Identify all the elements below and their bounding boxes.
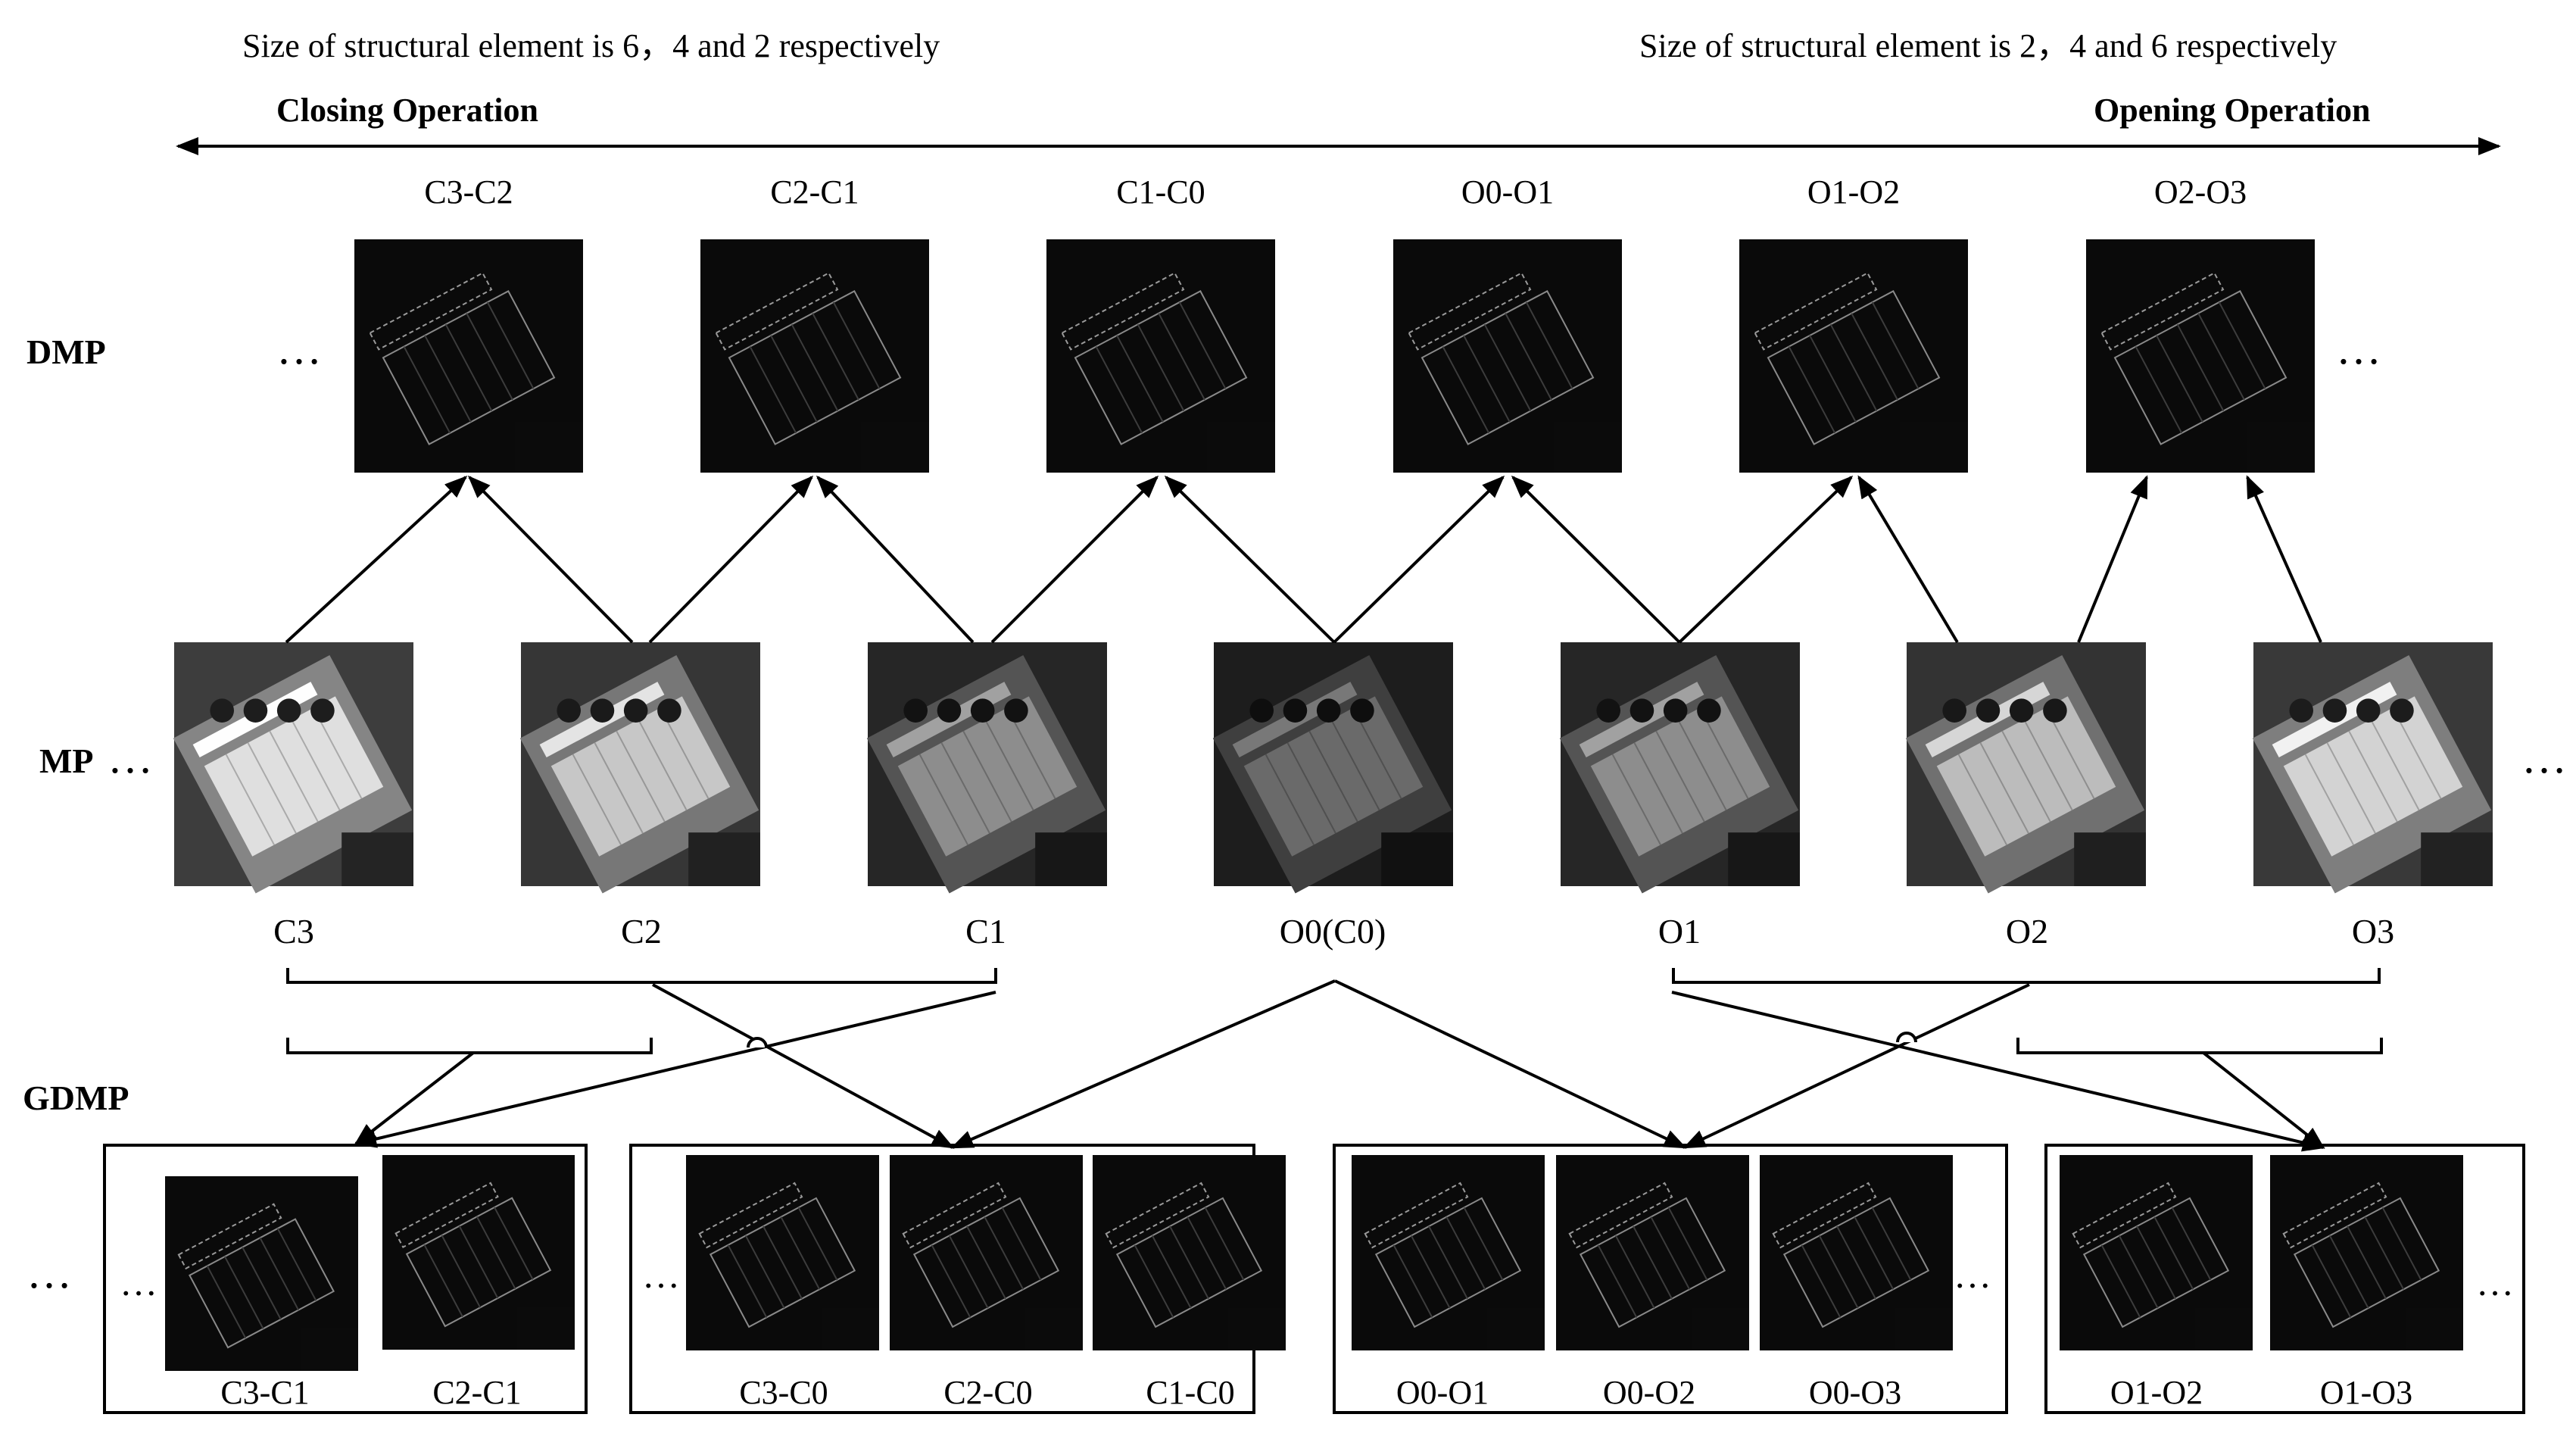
mp-label-5: O2 <box>2006 912 2048 951</box>
arrow-c3-to-c3c2 <box>285 475 468 644</box>
mp-tile-6 <box>2252 642 2493 894</box>
closing-operation-label: Closing Operation <box>276 92 538 129</box>
gdmp-label-c3-c1: C3-C1 <box>220 1374 309 1411</box>
dmp-label-o0-o1: O0-O1 <box>1461 173 1554 211</box>
gdmp-label-c3-c0: C3-C0 <box>739 1374 828 1411</box>
arrow-c2-to-c2c1 <box>648 475 814 644</box>
gdmp-label-o1-o2: O1-O2 <box>2110 1374 2203 1411</box>
mp-tile-5 <box>1905 642 2146 894</box>
arrow-c1-to-c1c0 <box>990 475 1159 644</box>
gdmp-group-2: C3-C0 C2-C0 C1-C0 <box>629 1144 1286 1414</box>
dmp-tile-o0-o1 <box>1393 239 1622 473</box>
gdmp-tile-c3-c1 <box>165 1176 358 1371</box>
gdmp-tile-c3-c0 <box>686 1155 879 1350</box>
mp-label-1: C2 <box>621 912 662 951</box>
dmp-label-o2-o3: O2-O3 <box>2154 173 2247 211</box>
arrow-to-gdmp-group1-b <box>354 991 996 1148</box>
gdmp-group-1: C3-C1 C2-C1 <box>103 1144 588 1414</box>
mp-label-6: O3 <box>2352 912 2394 951</box>
gdmp-label-o0-o1: O0-O1 <box>1396 1374 1489 1411</box>
bracket-c3-c2 <box>286 1038 653 1054</box>
row-label-gdmp: GDMP <box>23 1079 129 1117</box>
arrow-o1-to-o1o2 <box>1678 475 1854 644</box>
closing-size-note: Size of structural element is 6，4 and 2 … <box>242 27 940 64</box>
dmp-tile-o1-o2 <box>1739 239 1968 473</box>
dmp-tile-o2-o3 <box>2086 239 2315 473</box>
mp-ellipsis-right: … <box>2521 732 2567 782</box>
dmp-row: C3-C2 C2-C1 C1-C0 O0-O1 O1-O2 O2-O3 <box>354 173 2315 473</box>
arrow-c2-to-c3c2 <box>467 475 634 644</box>
arrow-o3-to-o2o3 <box>2246 475 2322 643</box>
dmp-ellipsis-right: … <box>2336 323 2381 373</box>
gdmp-label-c2-c1: C2-C1 <box>432 1374 521 1411</box>
mp-ellipsis-left: … <box>108 732 153 782</box>
mp-tile-2 <box>866 642 1107 894</box>
bracket-o1-o3 <box>1672 968 2381 984</box>
gdmp-group-3: O0-O1 O0-O2 O0-O3 <box>1333 1144 2008 1414</box>
arrow-o0-to-c1c0 <box>1164 475 1336 644</box>
gdmp-ellipsis-g4: … <box>2476 1261 2514 1303</box>
mp-tile-1 <box>519 642 760 894</box>
gdmp-label-c1-c0: C1-C0 <box>1146 1374 1234 1411</box>
arrow-o2-to-o2o3 <box>2077 475 2148 643</box>
arrow-o1-to-o0o1 <box>1511 475 1681 644</box>
gdmp-tile-c2-c0 <box>890 1155 1083 1350</box>
gdmp-tile-o0-o1 <box>1352 1155 1545 1350</box>
gdmp-tile-o1-o2 <box>2060 1155 2253 1350</box>
gdmp-tile-c2-c1 <box>382 1155 575 1350</box>
arrow-to-gdmp-group3-b <box>1683 983 2030 1149</box>
gdmp-ellipsis-g1: … <box>120 1261 157 1303</box>
gdmp-ellipsis-g3: … <box>1954 1253 1991 1296</box>
arrow-to-gdmp-group3-a <box>1334 979 1687 1149</box>
mp-label-0: C3 <box>273 912 314 951</box>
dmp-ellipsis-left: … <box>276 323 322 373</box>
dmp-label-c2-c1: C2-C1 <box>770 173 859 211</box>
arrow-to-gdmp-group4-a <box>1671 991 2325 1152</box>
arrow-c1-to-c2c1 <box>816 475 975 644</box>
arrow-to-gdmp-group2-a <box>652 983 955 1149</box>
dmp-label-c3-c2: C3-C2 <box>424 173 513 211</box>
gdmp-tile-o0-o2 <box>1556 1155 1749 1350</box>
mp-tile-4 <box>1559 642 1800 894</box>
gdmp-label-o1-o3: O1-O3 <box>2320 1374 2412 1411</box>
line-hop-left <box>747 1037 768 1048</box>
dmp-label-o1-o2: O1-O2 <box>1807 173 1900 211</box>
arrow-to-gdmp-group2-b <box>950 979 1336 1149</box>
connectors <box>285 475 2383 1152</box>
mp-tile-3 <box>1212 642 1453 894</box>
gdmp-tile-o1-o3 <box>2270 1155 2463 1350</box>
gdmp-label-o0-o2: O0-O2 <box>1603 1374 1695 1411</box>
gdmp-row: C3-C1 C2-C1 C3-C0 C2-C0 C1-C0 O0-O1 O0-O2 O0-O3… <box>103 1144 2525 1414</box>
arrow-o2-to-o1o2 <box>1857 475 1959 644</box>
gdmp-tile-c1-c0 <box>1093 1155 1286 1350</box>
gdmp-ellipsis-far-left: … <box>27 1247 72 1297</box>
arrow-to-gdmp-group1-a <box>354 1051 475 1145</box>
arrow-to-gdmp-group4-b <box>2202 1051 2325 1149</box>
gdmp-label-o0-o3: O0-O3 <box>1809 1374 1901 1411</box>
dmp-tile-c2-c1 <box>700 239 929 473</box>
mp-label-2: C1 <box>965 912 1006 951</box>
mp-row: C3 C2 C1 O0(C0) O1 O2 O3 <box>173 642 2493 951</box>
line-hop-right <box>1896 1032 1917 1043</box>
dmp-tile-c3-c2 <box>354 239 583 473</box>
gdmp-group-4: O1-O2 O1-O3 <box>2044 1144 2525 1414</box>
row-label-dmp: DMP <box>27 332 106 371</box>
bracket-c3-c1 <box>286 968 997 984</box>
mp-label-4: O1 <box>1658 912 1701 951</box>
dmp-tile-c1-c0 <box>1046 239 1275 473</box>
bracket-o2-o3 <box>2016 1038 2383 1054</box>
mp-label-3: O0(C0) <box>1280 912 1386 951</box>
gdmp-tile-o0-o3 <box>1760 1155 1953 1350</box>
opening-size-note: Size of structural element is 2，4 and 6 … <box>1639 27 2337 64</box>
arrow-o0-to-o0o1 <box>1333 475 1505 644</box>
opening-operation-label: Opening Operation <box>2094 92 2371 129</box>
gdmp-ellipsis-g2: … <box>642 1253 680 1296</box>
dmp-label-c1-c0: C1-C0 <box>1116 173 1205 211</box>
mp-tile-0 <box>173 642 413 894</box>
row-label-mp: MP <box>39 741 94 780</box>
gdmp-label-c2-c0: C2-C0 <box>943 1374 1032 1411</box>
